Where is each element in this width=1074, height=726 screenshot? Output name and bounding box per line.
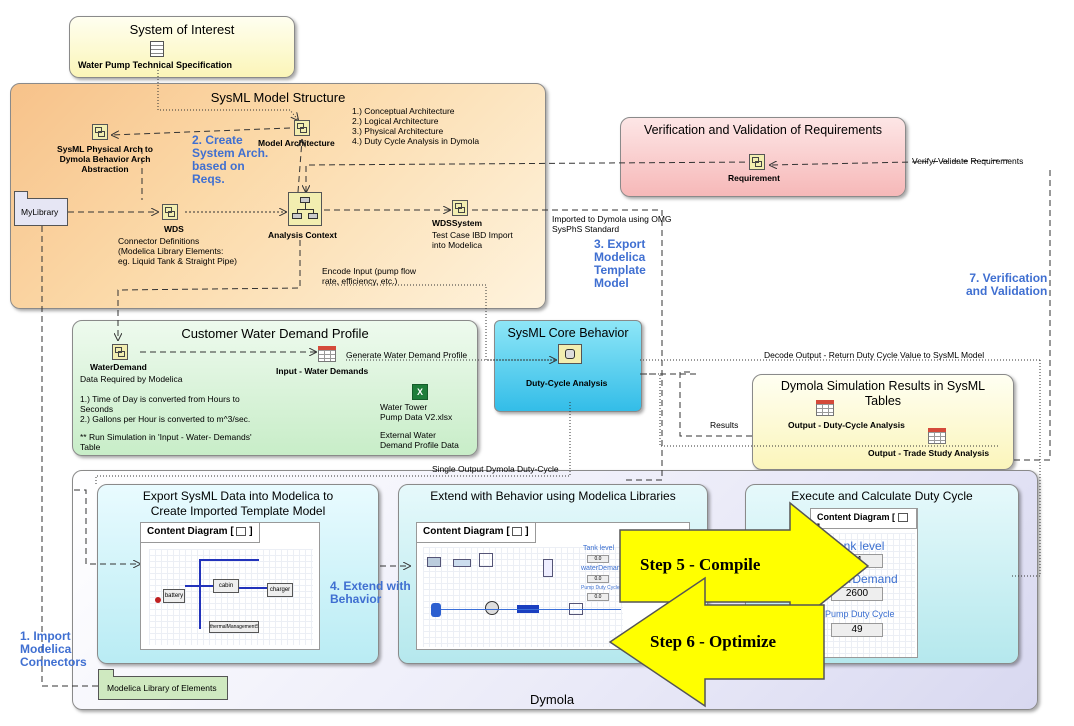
wds-label: WDS <box>164 224 184 234</box>
library-package[interactable]: Modelica Library of Elements <box>98 669 228 700</box>
system-of-interest-panel: System of Interest Water Pump Technical … <box>69 16 295 78</box>
physical-arch-icon[interactable] <box>92 124 108 140</box>
results-title: Dymola Simulation Results in SysML Table… <box>780 379 986 408</box>
diagram-icon <box>236 526 247 536</box>
dymola-label: Dymola <box>530 692 575 707</box>
note-4: 4.) Duty Cycle Analysis in Dymola <box>352 136 480 146</box>
extend-diagram-title-text: Content Diagram <box>423 526 504 537</box>
step6-arrow <box>608 576 825 708</box>
mylibrary-package[interactable]: MyLibrary <box>14 191 68 226</box>
cabin-block: cabin <box>213 579 239 593</box>
core-behavior-panel: SysML Core Behavior <box>494 320 642 412</box>
output-duty-label: Output - Duty-Cycle Analysis <box>788 420 905 430</box>
output-duty-icon[interactable] <box>816 400 834 416</box>
note-1: 1.) Conceptual Architecture <box>352 106 455 116</box>
step5-label: Step 5 - Compile <box>640 555 761 574</box>
sysml-model-structure-panel: SysML Model Structure <box>10 83 546 309</box>
results-panel: Dymola Simulation Results in SysML Table… <box>752 374 1014 470</box>
model-architecture-label: Model Architecture <box>258 138 335 148</box>
diagram-icon <box>897 513 908 523</box>
input-table-label: Input - Water Demands <box>276 366 369 376</box>
mini-water-value: 0.0 <box>587 575 609 583</box>
mini-water-label: waterDemand <box>581 565 625 572</box>
export-diagram-title: Content Diagram [ ] <box>141 523 260 543</box>
battery-block: battery <box>163 589 185 603</box>
charger-block: charger <box>267 583 293 597</box>
export-title: Export SysML Data into Modelica to Creat… <box>142 489 334 518</box>
cwd-panel: Customer Water Demand Profile <box>72 320 478 456</box>
step6-label: Step 6 - Optimize <box>650 632 777 651</box>
step2-label: 2. Create System Arch. based on Reqs. <box>192 133 269 186</box>
export-diagram-title-text: Content Diagram <box>147 526 228 537</box>
verify-label: Verify/ Validate Requirements <box>912 156 1024 166</box>
diagram-icon <box>512 526 523 536</box>
export-grid: cabin charger battery thermalManagementS… <box>149 549 313 645</box>
output-trade-label: Output - Trade Study Analysis <box>868 448 990 458</box>
requirement-icon[interactable] <box>749 154 765 170</box>
duty-cycle-label: Duty-Cycle Analysis <box>526 378 608 388</box>
physical-arch-label: SysML Physical Arch to Dymola Behavior A… <box>57 144 153 174</box>
wdssystem-icon[interactable] <box>452 200 468 216</box>
mini-pump-value: 0.0 <box>587 593 609 601</box>
vv-title: Verification and Validation of Requireme… <box>643 123 883 137</box>
step4-label: 4. Extend with Behavior <box>330 579 411 606</box>
thermal-block: thermalManagementSystem <box>209 621 259 633</box>
step7-label: 7. Verification and Validation <box>966 271 1048 298</box>
run-simulation-note: ** Run Simulation in 'Input - Water- Dem… <box>80 432 252 452</box>
execute-diagram-title-text: Content Diagram <box>817 512 890 522</box>
excel-file-label: Water Tower Pump Data V2.xlsx <box>380 402 453 422</box>
note-3: 3.) Physical Architecture <box>352 126 444 136</box>
single-output-label: Single Output Dymola Duty-Cycle <box>432 464 559 474</box>
decode-label: Decode Output - Return Duty Cycle Value … <box>764 350 985 360</box>
mylibrary-label: MyLibrary <box>21 207 59 217</box>
requirement-label: Requirement <box>728 173 780 183</box>
model-architecture-icon[interactable] <box>294 120 310 136</box>
extend-diagram-title: Content Diagram [ ] <box>417 523 536 543</box>
results-label: Results <box>710 420 739 430</box>
execute-diagram-title: Content Diagram [ ] <box>811 509 917 532</box>
data-required-label: Data Required by Modelica <box>80 374 183 384</box>
document-icon <box>150 41 164 57</box>
extend-title: Extend with Behavior using Modelica Libr… <box>430 489 676 503</box>
library-label: Modelica Library of Elements <box>107 683 217 693</box>
wdssystem-description: Test Case IBD Import into Modelica <box>432 230 513 250</box>
system-of-interest-title: System of Interest <box>129 22 235 37</box>
mini-tank-label: Tank level <box>583 545 615 552</box>
note-2: 2.) Logical Architecture <box>352 116 439 126</box>
imported-label: Imported to Dymola using OMG SysPhS Stan… <box>552 214 672 234</box>
analysis-context-icon[interactable] <box>288 192 322 226</box>
excel-file-icon[interactable]: X <box>412 384 428 400</box>
mylibrary-tab <box>14 191 28 199</box>
output-trade-icon[interactable] <box>928 428 946 444</box>
generate-label: Generate Water Demand Profile <box>346 350 468 360</box>
execute-title: Execute and Calculate Duty Cycle <box>791 489 973 503</box>
step3-label: 3. Export Modelica Template Model <box>594 237 646 290</box>
water-demand-label: WaterDemand <box>90 362 147 372</box>
wds-icon[interactable] <box>162 204 178 220</box>
external-data-label: External Water Demand Profile Data <box>380 430 459 450</box>
water-pump-spec[interactable]: Water Pump Technical Specification <box>78 60 233 70</box>
mini-pump-label: Pump Duty Cycle <box>581 585 620 591</box>
input-table-icon[interactable] <box>318 346 336 362</box>
pump-duty-label: Pump Duty Cycle <box>825 609 895 619</box>
conversion-notes: 1.) Time of Day is converted from Hours … <box>80 394 251 424</box>
step1-label: 1. Import Modelica Connectors <box>20 629 87 669</box>
pump-duty-value: 49 <box>831 623 883 637</box>
wdssystem-label: WDSSystem <box>432 218 483 228</box>
sysml-model-structure-title: SysML Model Structure <box>210 90 346 105</box>
export-content-diagram: Content Diagram [ ] cabin charger batter… <box>140 522 320 650</box>
architecture-notes: 1.) Conceptual Architecture 2.) Logical … <box>352 106 479 146</box>
water-demand-icon[interactable] <box>112 344 128 360</box>
analysis-context-label: Analysis Context <box>268 230 337 240</box>
core-behavior-title: SysML Core Behavior <box>507 326 629 340</box>
encode-label: Encode Input (pump flow rate, efficiency… <box>322 266 417 286</box>
wds-description: Connector Definitions (Modelica Library … <box>118 236 237 266</box>
mini-tank-value: 0.0 <box>587 555 609 563</box>
duty-cycle-icon[interactable] <box>558 344 582 364</box>
library-tab <box>98 669 114 677</box>
cwd-title: Customer Water Demand Profile <box>181 326 369 341</box>
